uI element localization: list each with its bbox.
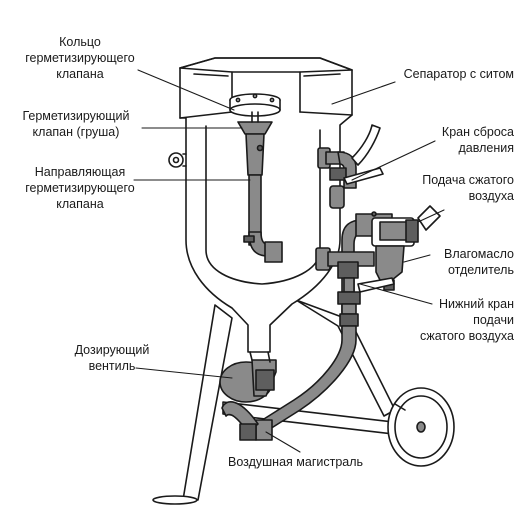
label-dosing-valve: Дозирующий вентиль [74,343,150,373]
label-pressure-relief: Кран сброса давления [441,125,514,155]
pressure-relief-valve [317,147,384,209]
sealing-valve-ring [229,93,281,117]
air-main-line [221,325,357,441]
label-moisture-separator: Влагомасло отделитель [443,247,514,277]
sealing-valve-pear [237,111,273,176]
label-air-main-line: Воздушная магистраль [228,455,364,469]
valve-guide [243,174,283,263]
label-sealing-valve-pear: Герметизирующий клапан (груша) [22,109,130,139]
label-lower-air-valve: Нижний кран подачи сжатого воздуха [419,297,514,343]
label-sealing-valve-ring: Кольцо герметизирующего клапана [25,35,135,81]
leader-lines [133,69,445,453]
wheel [387,387,455,467]
label-separator: Сепаратор с ситом [403,67,514,81]
air-supply-piping [315,205,441,331]
label-valve-guide: Направляющая герметизирующего клапана [25,165,135,211]
label-air-supply: Подача сжатого воздуха [422,173,514,203]
dosing-valve [219,351,277,403]
